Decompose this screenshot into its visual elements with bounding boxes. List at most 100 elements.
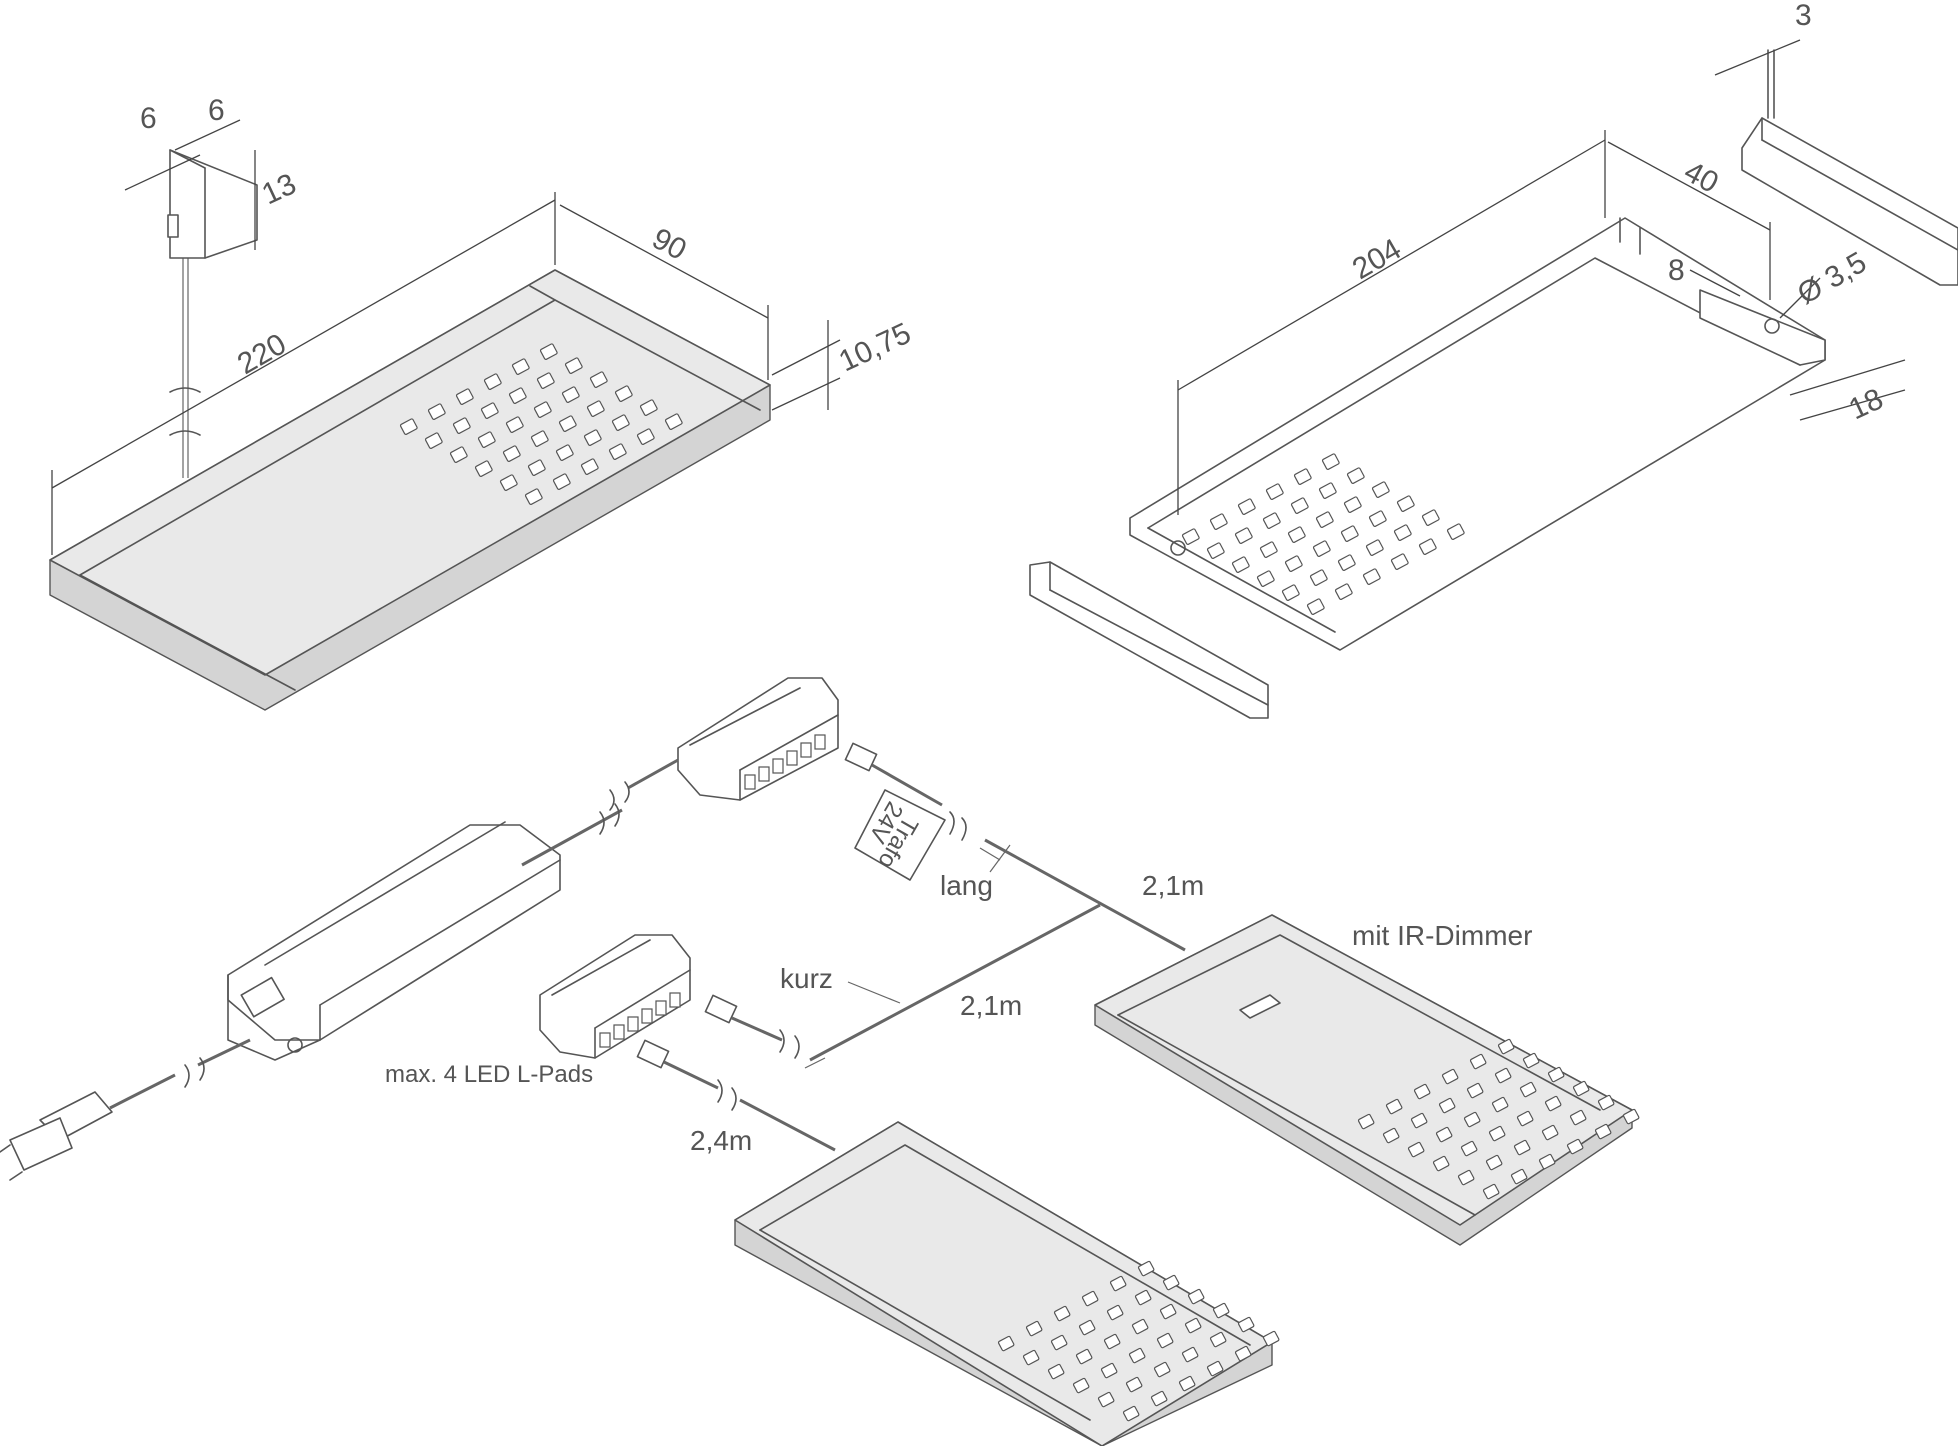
- led-dot: [477, 431, 496, 448]
- led-dot: [449, 446, 468, 463]
- led-dot: [614, 385, 633, 402]
- led-dot: [1134, 1289, 1152, 1306]
- led-dot: [1334, 583, 1353, 600]
- led-grid: [997, 1260, 1280, 1422]
- led-dot: [1262, 1330, 1280, 1347]
- led-dot: [552, 473, 571, 490]
- label-ir-dimmer: mit IR-Dimmer: [1352, 920, 1532, 951]
- led-dot: [533, 401, 552, 418]
- led-dot: [1237, 1316, 1255, 1333]
- led-dot: [1047, 1363, 1065, 1380]
- led-dot: [1566, 1138, 1584, 1155]
- led-dot: [1544, 1095, 1562, 1112]
- led-dot: [1466, 1082, 1484, 1099]
- led-dot: [1491, 1096, 1509, 1113]
- led-dot: [1516, 1110, 1534, 1127]
- led-dot: [564, 357, 583, 374]
- led-dot: [1103, 1333, 1121, 1350]
- led-dot: [1109, 1275, 1127, 1292]
- led-dot: [1407, 1141, 1425, 1158]
- led-dot: [586, 400, 605, 417]
- label-third-length: 2,4m: [690, 1125, 752, 1156]
- led-dot: [1231, 556, 1250, 573]
- led-dot: [608, 443, 627, 460]
- led-dot: [1128, 1347, 1146, 1364]
- led-dot: [1362, 568, 1381, 585]
- led-dot: [1153, 1361, 1171, 1378]
- led-dot: [1346, 467, 1365, 484]
- led-pad-top-left: [49, 149, 771, 711]
- led-dot: [1150, 1390, 1168, 1407]
- led-dot: [1256, 570, 1275, 587]
- dim-204: 204: [1347, 232, 1407, 286]
- led-dot: [1457, 1169, 1475, 1186]
- led-dot: [1206, 1360, 1224, 1377]
- led-dot: [1312, 540, 1331, 557]
- driver-unit: [184, 803, 623, 1088]
- led-dot: [1159, 1303, 1177, 1320]
- led-dot: [1438, 1097, 1456, 1114]
- led-dot: [483, 373, 502, 390]
- led-dot: [1497, 1038, 1515, 1055]
- led-dot: [664, 413, 683, 430]
- led-dot: [1463, 1111, 1481, 1128]
- led-dot: [1262, 512, 1281, 529]
- led-dot: [527, 459, 546, 476]
- label-short-length: 2,1m: [960, 990, 1022, 1021]
- led-dot: [1097, 1391, 1115, 1408]
- led-dot: [1469, 1053, 1487, 1070]
- led-dot: [1309, 569, 1328, 586]
- port-socket: [669, 992, 681, 1008]
- dim-3: 3: [1795, 0, 1812, 32]
- led-dot: [1122, 1405, 1140, 1422]
- led-dot: [1281, 584, 1300, 601]
- led-dot: [997, 1335, 1015, 1352]
- led-dot: [1488, 1125, 1506, 1142]
- led-dot: [1597, 1094, 1615, 1111]
- led-dot: [1315, 511, 1334, 528]
- port-socket: [772, 758, 784, 774]
- led-dot: [1181, 1346, 1199, 1363]
- port-row: [744, 734, 826, 790]
- led-dot: [1053, 1305, 1071, 1322]
- led-dot: [1547, 1066, 1565, 1083]
- led-dot: [1337, 554, 1356, 571]
- led-dot: [511, 358, 530, 375]
- led-dot: [1209, 1331, 1227, 1348]
- led-dot: [499, 474, 518, 491]
- led-dot: [1212, 1302, 1230, 1319]
- dim-6-b: 6: [208, 94, 225, 127]
- dim-13: 13: [257, 167, 301, 211]
- led-dot: [1538, 1153, 1556, 1170]
- port-socket: [786, 750, 798, 766]
- led-dot: [1513, 1139, 1531, 1156]
- led-dot: [1343, 496, 1362, 513]
- led-dot: [589, 371, 608, 388]
- led-dot: [1265, 483, 1284, 500]
- led-dot: [474, 460, 493, 477]
- led-dot: [1178, 1375, 1196, 1392]
- label-distributor-note: max. 4 LED L-Pads: [385, 1061, 593, 1088]
- led-dot: [1131, 1318, 1149, 1335]
- label-long-length: 2,1m: [1142, 870, 1204, 901]
- dim-hole-diameter: Ø 3,5: [1792, 246, 1872, 311]
- distributor-upper: [609, 677, 839, 811]
- led-dot: [1371, 481, 1390, 498]
- led-dot: [1421, 509, 1440, 526]
- led-dot: [639, 399, 658, 416]
- led-dot: [1572, 1080, 1590, 1097]
- led-dot: [1106, 1304, 1124, 1321]
- led-dot: [424, 432, 443, 449]
- led-dot: [1569, 1109, 1587, 1126]
- led-dot: [530, 430, 549, 447]
- port-socket: [627, 1016, 639, 1032]
- led-dot: [1382, 1127, 1400, 1144]
- led-dot: [1293, 468, 1312, 485]
- port-row: [599, 992, 681, 1048]
- label-kurz: kurz: [780, 963, 833, 994]
- led-grid: [399, 343, 683, 505]
- port-socket: [641, 1008, 653, 1024]
- led-dot: [1100, 1362, 1118, 1379]
- label-lang: lang: [940, 870, 993, 901]
